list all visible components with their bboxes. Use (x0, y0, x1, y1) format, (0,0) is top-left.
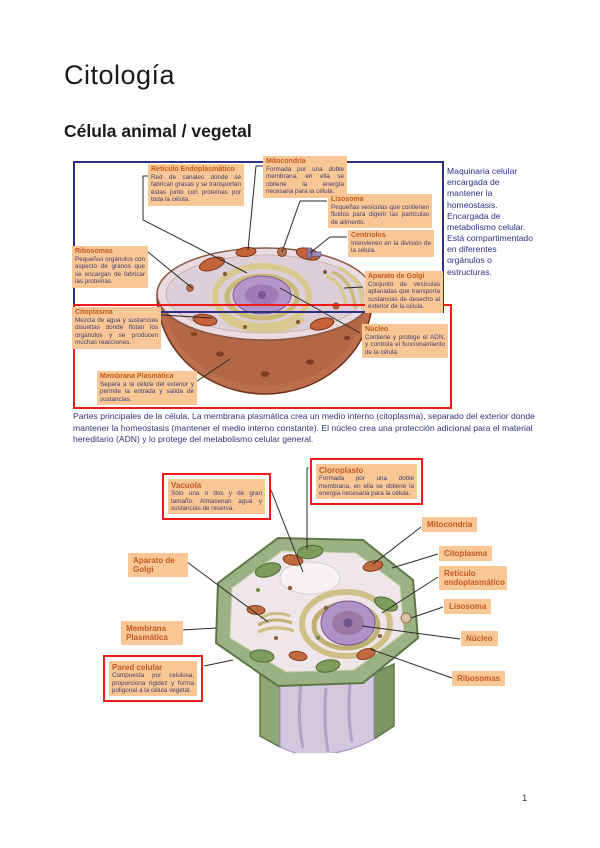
label-title: Lisosoma (331, 196, 364, 203)
label-body: Mezcla de agua y sustancias disueltas do… (75, 317, 158, 347)
label-title: Ribosomas (457, 674, 501, 683)
side-note: Maquinaria celular encargada de mantener… (447, 166, 533, 277)
label-lisosoma-animal: Lisosoma Pequeñas vesículas que contiene… (328, 194, 432, 229)
label-title: Aparato de Golgi (133, 556, 175, 575)
label-title: Pared celular (112, 663, 163, 672)
label-title: Retículo Endoplasmático (151, 166, 235, 173)
label-lisosoma-plant: Lisosoma (444, 599, 492, 615)
label-reticulo-endoplasmatico-plant: Retículo endoplasmático (439, 566, 507, 591)
label-body: Pequeños orgánulos con aspecto de granos… (75, 256, 145, 286)
label-citoplasma-animal: Citoplasma Mezcla de agua y sustancias d… (72, 307, 161, 349)
label-body: Compuesta por celulosa, proporciona rigi… (112, 672, 194, 695)
label-mitocondria-animal: Mitocondria Formada por una doble membra… (263, 156, 347, 198)
label-title: Cloroplasto (319, 466, 364, 475)
label-centriolos: Centriolos Intervienen en la división de… (348, 230, 434, 257)
label-title: Núcleo (466, 634, 493, 643)
label-pared-celular: Pared celular Compuesta por celulosa, pr… (103, 655, 203, 703)
label-title: Mitocondria (266, 158, 306, 165)
label-title: Mitocondria (427, 520, 473, 529)
label-mitocondria-plant: Mitocondria (422, 517, 478, 533)
label-body: Red de canales donde se fabrican grasas … (151, 174, 241, 204)
label-title: Lisosoma (449, 602, 487, 611)
label-body: Pequeñas vesículas que contienen fluidos… (331, 204, 429, 226)
label-nucleo-plant: Núcleo (461, 631, 498, 647)
label-body: Conjunto de vesículas aplanadas que tran… (368, 281, 440, 311)
label-reticulo-endoplasmatico: Retículo Endoplasmático Red de canales d… (148, 164, 244, 206)
label-title: Retículo endoplasmático (444, 569, 505, 588)
plant-cell-diagram (214, 536, 420, 753)
label-body: Formada por una doble membrana, en ella … (266, 166, 344, 196)
label-vacuola: Vacuola Sólo una o dos y de gran tamaño.… (162, 473, 271, 521)
label-aparato-de-golgi-plant: Aparato de Golgi (128, 553, 188, 578)
label-cloroplasto: Cloroplasto Formada por una doble membra… (310, 458, 423, 506)
label-body: Formada por una doble membrana, en ella … (319, 475, 414, 498)
label-title: Ribosomas (75, 248, 113, 255)
page-title: Citología (64, 60, 176, 90)
label-title: Vacuola (171, 481, 202, 490)
label-aparato-de-golgi-animal: Aparato de Golgi Conjunto de vesículas a… (365, 271, 443, 313)
label-body: Separa a la célula del exterior y permit… (100, 381, 194, 403)
label-nucleo-animal: Núcleo Contiene y protege el ADN, y cont… (362, 324, 448, 359)
label-citoplasma-plant: Citoplasma (439, 546, 493, 562)
label-body: Sólo una o dos y de gran tamaño. Almacen… (171, 490, 262, 513)
label-membrana-plasmatica-animal: Membrana Plasmática Separa a la célula d… (97, 371, 197, 406)
label-title: Membrana Plasmática (126, 624, 168, 643)
label-title: Citoplasma (444, 549, 488, 558)
label-ribosomas-animal: Ribosomas Pequeños orgánulos con aspecto… (72, 246, 148, 288)
label-title: Aparato de Golgi (368, 273, 425, 280)
label-body: Intervienen en la división de la célula. (351, 240, 431, 255)
label-title: Membrana Plasmática (100, 373, 174, 380)
label-title: Centriolos (351, 232, 386, 239)
label-title: Núcleo (365, 326, 389, 333)
section-heading: Célula animal / vegetal (64, 121, 252, 141)
figure-caption: Partes principales de la célula. La memb… (73, 411, 535, 445)
page-number: 1 (522, 793, 528, 804)
label-membrana-plasmatica-plant: Membrana Plasmática (121, 621, 183, 646)
label-title: Citoplasma (75, 309, 113, 316)
label-body: Contiene y protege el ADN, y controla el… (365, 334, 445, 356)
label-ribosomas-plant: Ribosomas (452, 671, 506, 687)
